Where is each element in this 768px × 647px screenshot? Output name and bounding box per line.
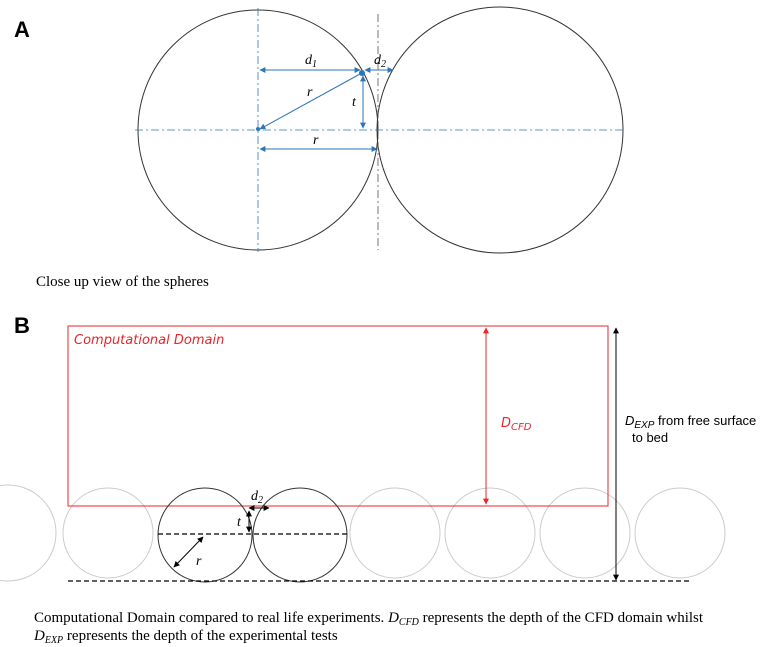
faint-spheres	[0, 484, 726, 582]
r-diagonal-label: r	[307, 85, 313, 100]
point-on-sphere	[359, 70, 365, 76]
faint-sphere	[634, 487, 726, 579]
panel-a-label: A	[14, 17, 30, 42]
panel-a-caption: Close up view of the spheres	[36, 274, 209, 290]
panel-b-caption-line2: DEXP represents the depth of the experim…	[33, 628, 338, 646]
faint-sphere	[62, 487, 154, 579]
faint-sphere	[539, 487, 631, 579]
panel-b-label: B	[14, 313, 30, 338]
computational-domain-box	[67, 325, 609, 507]
d2-label: d2	[374, 53, 386, 70]
dexp-label-line2: to bed	[632, 430, 668, 445]
radius-diagonal-arrow	[259, 73, 361, 130]
panel-b-caption-line1: Computational Domain compared to real li…	[34, 610, 704, 628]
b-r-label: r	[196, 554, 202, 569]
faint-sphere	[0, 484, 57, 582]
sphere-b-left	[157, 487, 253, 583]
faint-sphere	[349, 487, 441, 579]
center-point	[256, 127, 260, 131]
b-t-label: t	[237, 515, 242, 530]
dcfd-label: DCFD	[501, 416, 532, 433]
faint-sphere	[444, 487, 536, 579]
t-label: t	[352, 95, 357, 110]
domain-title: Computational Domain	[74, 333, 224, 348]
dexp-label: DEXP from free surface	[625, 413, 756, 431]
b-r-arrow	[173, 536, 204, 568]
r-horizontal-label: r	[313, 133, 319, 148]
b-d2-label: d2	[251, 489, 263, 506]
d1-label: d1	[305, 53, 317, 70]
panel-b: B Computational Domain DCFD DEXP from fr…	[0, 313, 756, 646]
panel-a: A d1 d2 r t r Close up view of the spher…	[14, 6, 625, 290]
sphere-b-right	[252, 487, 348, 583]
